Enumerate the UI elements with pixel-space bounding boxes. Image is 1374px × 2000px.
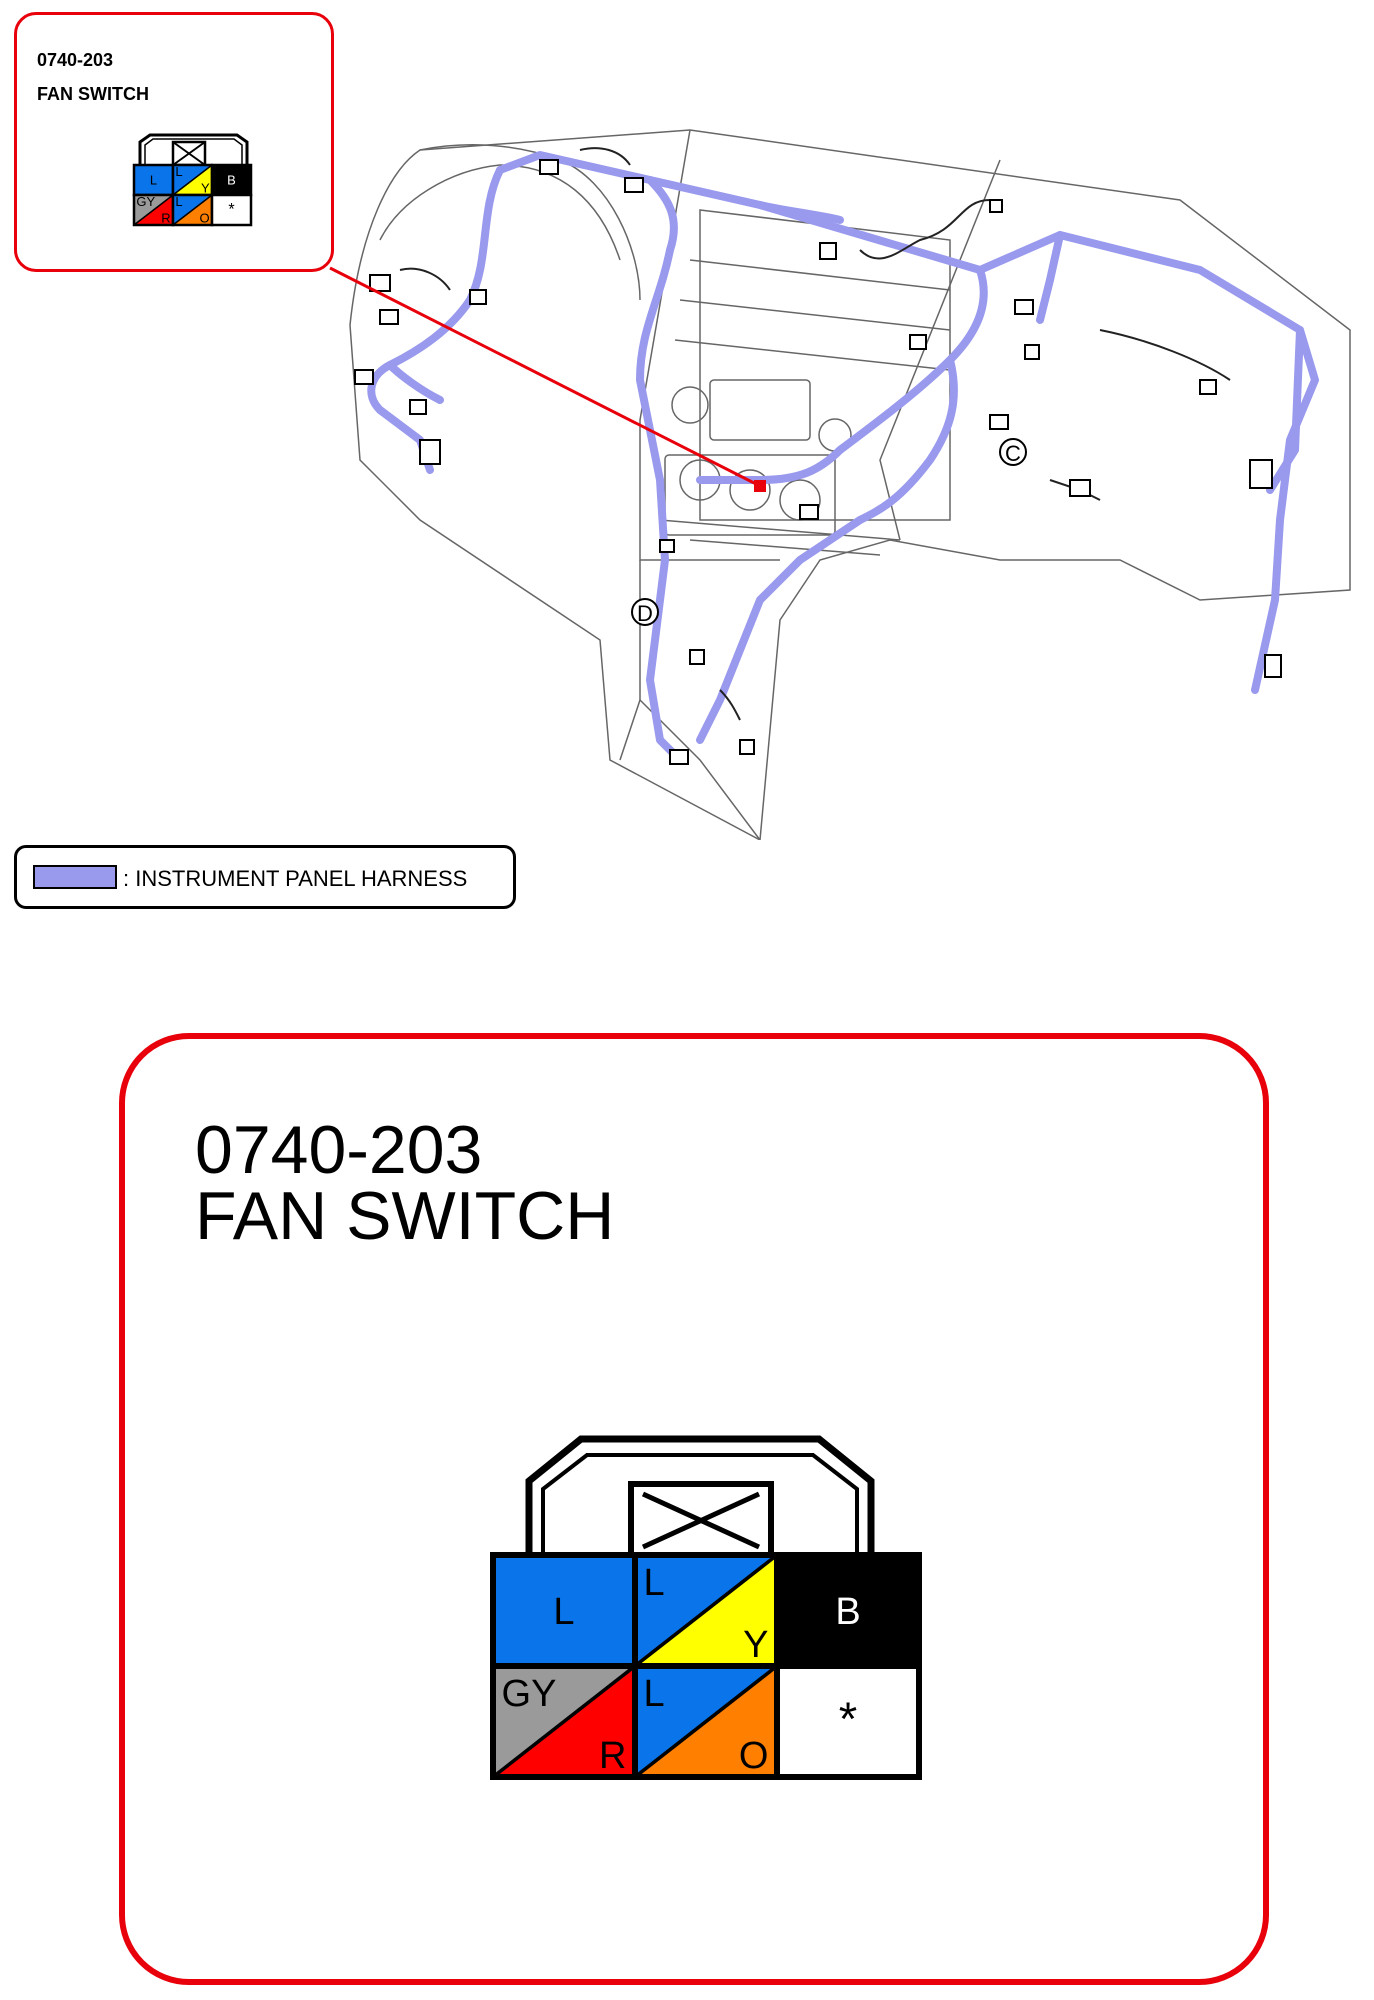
large-pin-1: L bbox=[490, 1552, 638, 1669]
large-pin-4-bottom-label: R bbox=[599, 1735, 626, 1777]
location-markers: C D bbox=[631, 438, 1027, 626]
small-pin-2-top-label: L bbox=[175, 164, 182, 179]
connector-code-large: 0740-203 bbox=[195, 1112, 483, 1188]
small-pin-1-label: L bbox=[150, 173, 157, 188]
small-pin-5-bottom-label: O bbox=[200, 211, 210, 226]
location-marker-c bbox=[999, 438, 1027, 466]
harness-connectors bbox=[354, 159, 1282, 765]
large-pin-3-label: B bbox=[835, 1591, 860, 1633]
location-marker-d-label: D bbox=[637, 601, 653, 626]
connector-name-small: FAN SWITCH bbox=[37, 84, 149, 104]
instrument-panel-harness bbox=[367, 151, 1319, 764]
connector-name-large: FAN SWITCH bbox=[195, 1178, 615, 1254]
large-pin-2-bottom-label: Y bbox=[743, 1624, 768, 1666]
legend-box: : INSTRUMENT PANEL HARNESS bbox=[14, 845, 516, 909]
legend-label: : INSTRUMENT PANEL HARNESS bbox=[123, 866, 468, 891]
fan-switch-location-marker bbox=[754, 480, 766, 492]
large-pin-5: LO bbox=[632, 1663, 780, 1780]
legend-harness-swatch bbox=[33, 865, 117, 889]
small-pin-6: * bbox=[210, 193, 253, 227]
location-marker-c-label: C bbox=[1005, 441, 1021, 466]
small-pin-2-bottom-label: Y bbox=[201, 181, 210, 196]
large-pin-4-top-label: GY bbox=[502, 1673, 557, 1715]
harness-overview-diagram: C D bbox=[329, 129, 1351, 840]
dashboard-outline bbox=[349, 129, 1351, 840]
large-pin-6: * bbox=[774, 1663, 922, 1780]
connector-title-small: 0740-203 FAN SWITCH bbox=[37, 35, 149, 120]
small-pin-4-bottom-label: R bbox=[161, 211, 170, 226]
location-marker-d bbox=[631, 598, 659, 626]
callout-leader-line bbox=[329, 266, 761, 488]
large-pin-5-bottom-label: O bbox=[739, 1735, 769, 1777]
small-pin-4-top-label: GY bbox=[136, 194, 155, 209]
large-pin-2: LY bbox=[632, 1552, 780, 1669]
small-pin-4: GY R bbox=[132, 193, 175, 227]
large-pin-3: B bbox=[774, 1552, 922, 1669]
connector-code-small: 0740-203 bbox=[37, 50, 114, 70]
small-pin-3-label: B bbox=[227, 173, 236, 188]
small-pin-5-top-label: L bbox=[175, 194, 182, 209]
small-pin-5: LO bbox=[171, 193, 214, 227]
small-pin-6-label: * bbox=[228, 201, 235, 219]
large-pin-6-label: * bbox=[839, 1693, 858, 1746]
large-pin-2-top-label: L bbox=[644, 1562, 665, 1604]
large-pin-4: GY R bbox=[490, 1663, 638, 1780]
small-pin-2: LY bbox=[171, 163, 214, 197]
large-pin-1-label: L bbox=[553, 1591, 574, 1633]
secondary-wiring bbox=[399, 147, 1231, 721]
small-pin-3: B bbox=[210, 163, 253, 197]
large-pin-5-top-label: L bbox=[644, 1673, 665, 1715]
